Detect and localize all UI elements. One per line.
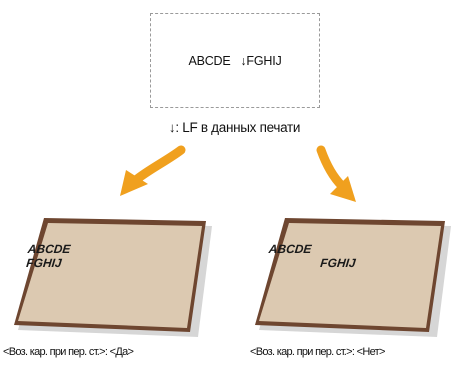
sheet-yes-line1: ABCDE — [26, 242, 72, 256]
printed-sheet-no — [255, 218, 451, 337]
arrow-right-icon — [316, 145, 356, 202]
caption-yes: <Воз. кар. при пер. ст.>: <Да> — [3, 346, 134, 358]
lf-marker-icon: ↓ — [240, 54, 247, 68]
sheet-no-line1: ABCDE — [267, 242, 313, 256]
lf-legend: ↓: LF в данных печати — [168, 120, 301, 135]
source-text-second: FGHIJ — [246, 54, 282, 68]
source-text-first: ABCDE — [188, 54, 231, 68]
source-document: ABCDE ↓FGHIJ — [150, 13, 320, 108]
source-text: ABCDE ↓FGHIJ — [151, 54, 319, 68]
caption-no: <Воз. кар. при пер. ст.>: <Нет> — [250, 346, 385, 358]
sheet-yes-line2: FGHIJ — [26, 256, 63, 270]
arrow-left-icon — [120, 145, 186, 196]
printed-sheet-yes — [14, 218, 212, 337]
sheet-no-line2: FGHIJ — [320, 256, 357, 270]
